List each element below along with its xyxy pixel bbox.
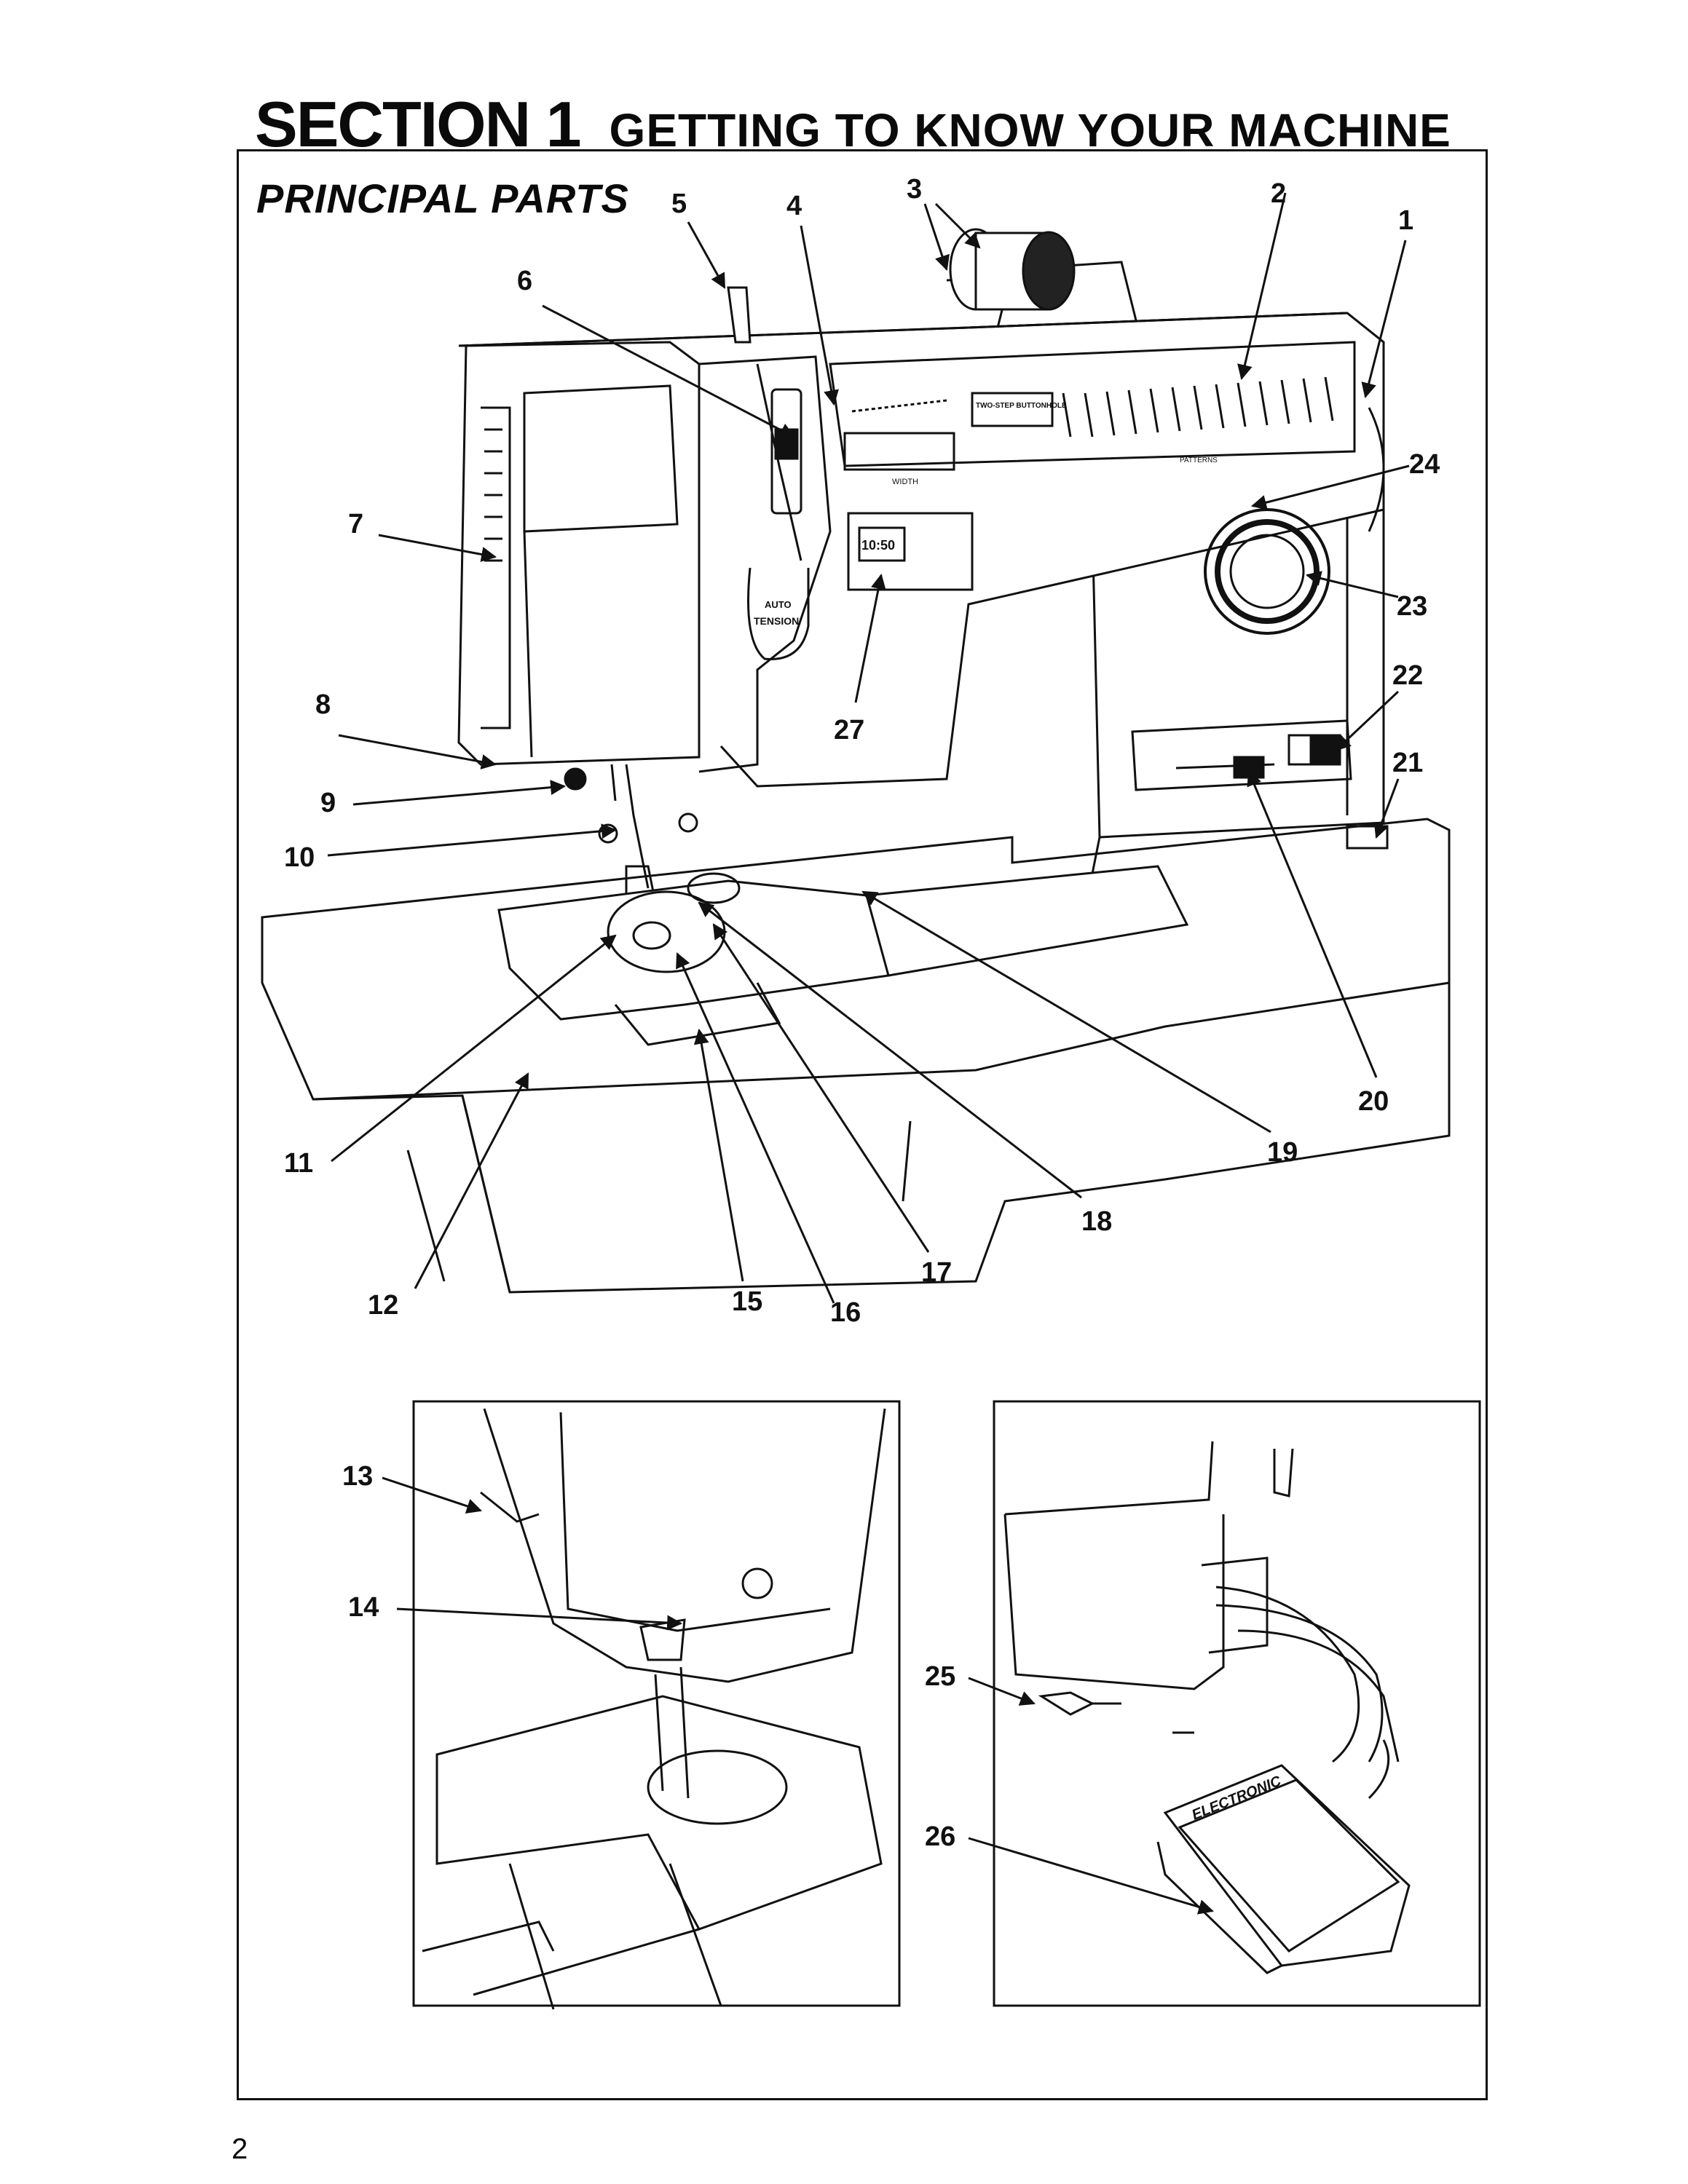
illustration-frame xyxy=(237,149,1488,2100)
section-number: SECTION 1 xyxy=(255,88,582,160)
callout-11: 11 xyxy=(284,1148,313,1179)
callout-12: 12 xyxy=(368,1290,398,1321)
main-machine-drawing xyxy=(261,261,1451,1294)
callout-18: 18 xyxy=(1081,1206,1112,1237)
callout-15: 15 xyxy=(732,1286,762,1317)
inset-right xyxy=(993,1400,1481,2007)
callout-23: 23 xyxy=(1397,591,1427,622)
callout-arrows xyxy=(327,192,1410,1304)
page-number: 2 xyxy=(232,2133,248,2165)
callout-2: 2 xyxy=(1271,178,1286,209)
label-patterns: PATTERNS xyxy=(1180,456,1218,464)
section-header: SECTION 1 GETTING TO KNOW YOUR MACHINE xyxy=(255,87,1451,162)
inset-left xyxy=(412,1400,901,2010)
callout-20: 20 xyxy=(1358,1086,1389,1117)
callout-27: 27 xyxy=(834,715,864,745)
callout-26: 26 xyxy=(925,1821,955,1852)
callout-6: 6 xyxy=(517,266,532,296)
callout-8: 8 xyxy=(315,689,331,720)
inset-right-arrows xyxy=(968,1677,1215,1915)
callout-16: 16 xyxy=(830,1297,861,1328)
callout-1: 1 xyxy=(1398,205,1413,236)
callout-25: 25 xyxy=(925,1661,955,1692)
label-auto: AUTO xyxy=(765,599,792,610)
callout-13: 13 xyxy=(342,1461,373,1492)
principal-parts-heading: PRINCIPAL PARTS xyxy=(256,175,629,221)
label-tension: TENSION xyxy=(754,615,799,627)
callout-3: 3 xyxy=(907,174,922,205)
section-title: GETTING TO KNOW YOUR MACHINE xyxy=(609,104,1451,157)
callout-5: 5 xyxy=(671,189,687,219)
callout-14: 14 xyxy=(348,1592,379,1623)
label-width: WIDTH xyxy=(892,478,918,486)
callout-numbers: 1 2 3 4 5 6 7 8 9 10 11 12 13 14 15 16 1… xyxy=(284,174,1440,1852)
callout-4: 4 xyxy=(786,191,802,221)
label-clock: 10:50 xyxy=(861,538,895,553)
callout-9: 9 xyxy=(320,788,336,818)
callout-22: 22 xyxy=(1392,660,1423,691)
callout-19: 19 xyxy=(1267,1137,1298,1168)
callout-24: 24 xyxy=(1409,449,1440,480)
label-two-step: TWO-STEP BUTTONHOLE xyxy=(976,402,1067,410)
callout-17: 17 xyxy=(921,1257,952,1288)
callout-7: 7 xyxy=(348,509,363,539)
spool-drawing xyxy=(946,228,1076,311)
callout-10: 10 xyxy=(284,842,315,873)
inset-left-arrows xyxy=(382,1476,683,1631)
callout-21: 21 xyxy=(1392,748,1423,778)
